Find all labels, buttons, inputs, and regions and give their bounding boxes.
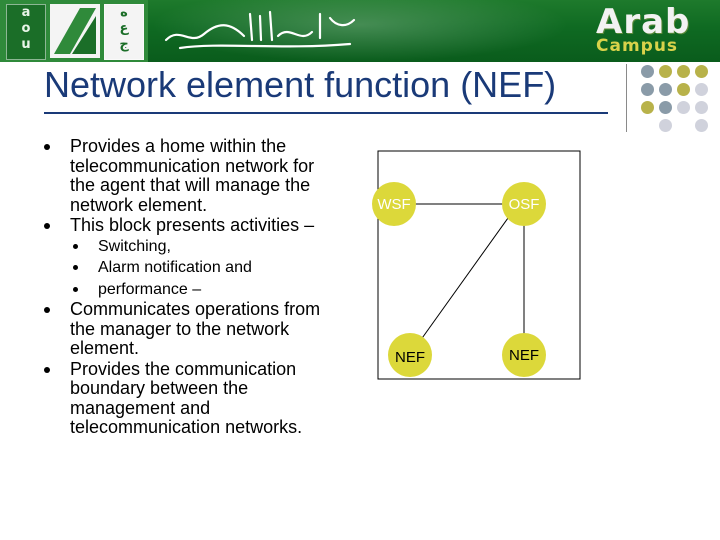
diagram-frame — [377, 150, 581, 380]
logo-letter: u — [21, 37, 31, 52]
bullet-dot — [44, 366, 50, 373]
bullet-text-line: the agent that will manage the — [70, 175, 311, 195]
decor-dot — [659, 83, 672, 96]
bullet-item: Provides the communication boundary betw… — [40, 358, 360, 438]
node-nef-left — [388, 333, 432, 377]
decor-dot — [677, 101, 690, 114]
sub-bullet-item: Switching, — [40, 236, 360, 258]
bullet-text-line: boundary between the — [70, 378, 249, 398]
university-logo: a o u ه ع ج — [0, 0, 148, 62]
bullet-dot — [44, 144, 50, 150]
bullet-dot — [44, 223, 50, 229]
node-label-wsf: WSF — [377, 196, 410, 213]
decor-dot — [659, 119, 672, 132]
decor-dot — [695, 119, 708, 132]
slide-title: Network element function (NEF) — [44, 64, 557, 105]
logo-letter: a — [21, 5, 31, 20]
banner-shine — [150, 0, 570, 62]
bullet-text-line: the manager to the network — [70, 318, 290, 339]
node-wsf — [372, 182, 416, 226]
link-osf-nef-left — [409, 203, 519, 356]
bullet-text-line: element. — [70, 338, 140, 358]
decor-dot — [659, 65, 672, 78]
brand-campus: Campus — [596, 36, 679, 56]
decor-dot — [677, 65, 690, 78]
node-label-nef-left: NEF — [395, 349, 425, 366]
bullet-text-line: Provides a home within the — [70, 136, 287, 156]
logo-emblem — [50, 4, 100, 58]
decor-dot — [677, 83, 690, 96]
sub-bullet-text: Alarm notification and — [98, 259, 252, 276]
decor-dot — [659, 101, 672, 114]
decor-dot — [641, 65, 654, 78]
title-underline — [44, 112, 608, 114]
decor-dot — [695, 83, 708, 96]
decor-dot — [695, 65, 708, 78]
node-label-osf: OSF — [509, 196, 540, 213]
bullet-text-line: telecommunication networks. — [70, 417, 303, 437]
decor-dot — [641, 83, 654, 96]
bullet-text-line: network element. — [70, 194, 208, 215]
sub-bullet-text: performance – — [98, 280, 202, 298]
sub-bullet-item: Alarm notification and — [40, 257, 360, 279]
bullet-item: Provides a home within the telecommunica… — [40, 136, 360, 215]
logo-letter: ه — [120, 5, 128, 20]
bullet-text-line: Communicates operations from — [70, 299, 321, 319]
logo-letter: ع — [119, 21, 129, 36]
logo-letter: ج — [119, 37, 129, 52]
bullet-text-line: management and — [70, 397, 211, 418]
divider-line — [626, 64, 627, 132]
brand-arab: Arab — [596, 2, 691, 42]
bullet-text-line: Provides the communication — [70, 358, 297, 379]
header-banner: a o u ه ع ج Arab Campus — [0, 0, 720, 62]
decor-dot — [695, 101, 708, 114]
logo-tile-arabic: ه ع ج — [104, 4, 144, 60]
logo-tile-latin: a o u — [6, 4, 46, 60]
tmn-diagram: WSF OSF NEF NEF — [372, 150, 581, 380]
bullet-dot — [44, 307, 50, 313]
node-osf — [502, 182, 546, 226]
node-label-nef-right: NEF — [509, 347, 539, 364]
bullet-item: Communicates operations from the manager… — [40, 299, 360, 359]
sub-bullet-item: performance – — [40, 279, 360, 301]
bullet-list: Provides a home within the telecommunica… — [40, 136, 360, 438]
sub-bullet-text: Switching, — [98, 237, 171, 255]
bullet-text-line: This block presents activities – — [70, 215, 315, 235]
node-nef-right — [502, 333, 546, 377]
decor-dot — [641, 101, 654, 114]
sub-bullet-dot — [73, 265, 78, 270]
bullet-text-line: telecommunication network for — [70, 155, 315, 176]
sub-bullet-dot — [73, 243, 78, 249]
sub-bullet-dot — [73, 286, 78, 292]
decorative-dot-grid — [638, 65, 720, 135]
arabic-calligraphy — [164, 10, 356, 50]
bullet-item: This block presents activities – — [40, 215, 360, 236]
logo-letter: o — [21, 21, 31, 36]
